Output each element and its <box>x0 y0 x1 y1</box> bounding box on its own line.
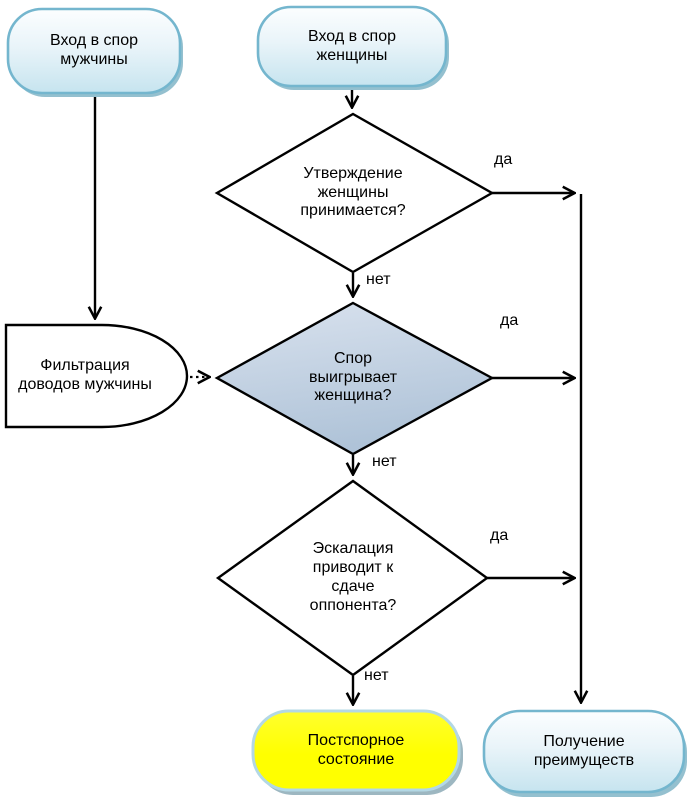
filter-label: Фильтрация доводов мужчины <box>18 357 152 393</box>
decision2-label: Спор выигрывает женщина? <box>308 349 398 405</box>
edge-label-no1: нет <box>366 271 391 288</box>
decision2-node <box>214 301 495 456</box>
edge-label-no2: нет <box>372 453 397 470</box>
decision1-label: Утверждение женщины принимается? <box>300 164 406 220</box>
post-dispute-label: Постспорное состояние <box>307 731 405 768</box>
decision1-node <box>214 112 495 274</box>
benefits-label: Получение преимуществ <box>533 732 635 769</box>
decision3-node <box>215 479 490 677</box>
benefits-node <box>482 709 686 794</box>
filter-node <box>4 323 189 429</box>
start-woman-label: Вход в спор женщины <box>307 27 397 64</box>
post-dispute-node <box>251 709 461 792</box>
edge-label-yes3: да <box>490 527 509 544</box>
decision3-label: Эскалация приводит к сдаче оппонента? <box>309 540 397 614</box>
start-woman-node <box>256 5 448 88</box>
edge-label-no3: нет <box>364 667 389 684</box>
edge-label-yes2: да <box>500 312 519 329</box>
start-man-label: Вход в спор мужчины <box>49 32 139 68</box>
start-man-node <box>6 7 182 95</box>
edge-label-yes1: да <box>494 151 513 168</box>
